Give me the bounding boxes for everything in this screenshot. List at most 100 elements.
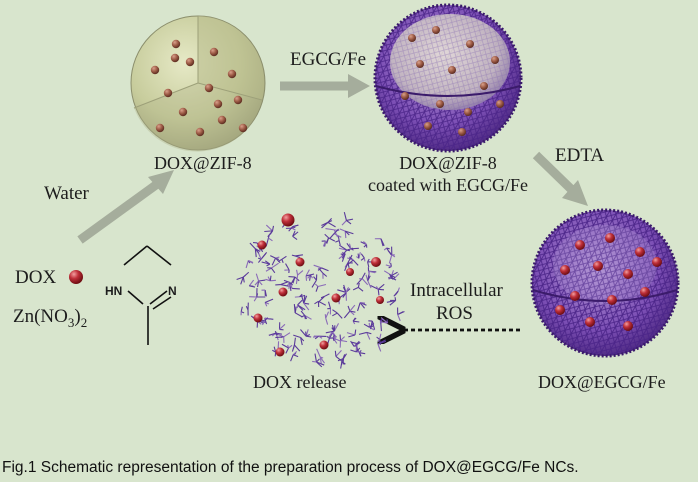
egcg-fe-fragment bbox=[293, 334, 305, 346]
coated-dox-particle bbox=[448, 66, 456, 74]
zif8-dox-particle bbox=[178, 107, 188, 117]
egcg-fe-fragment bbox=[357, 349, 366, 357]
zif8-dox-particle bbox=[217, 115, 227, 125]
egcg-fe-fragment bbox=[311, 274, 318, 288]
egcg-fe-fragment bbox=[248, 279, 256, 288]
egcg-fe-fragment bbox=[291, 337, 301, 352]
egcg-fe-fragment bbox=[240, 306, 245, 316]
egcg-fe-fragment bbox=[356, 272, 369, 286]
egcg-fe-fragment bbox=[316, 348, 325, 364]
water-arrow bbox=[77, 170, 174, 244]
edta-label: EDTA bbox=[555, 145, 605, 166]
egcg-fe-dox-particle bbox=[623, 321, 633, 331]
egcg-fe-fragment bbox=[295, 269, 304, 284]
egcg-fe-fragment bbox=[377, 339, 387, 352]
egcg-fe-fragment bbox=[245, 302, 249, 316]
egcg-fe-fragment bbox=[261, 260, 271, 267]
egcg-fe-fragment bbox=[358, 331, 372, 340]
coated-dox-particle bbox=[432, 26, 440, 34]
released-dox-particle bbox=[371, 257, 381, 267]
egcg-fe-fragment bbox=[283, 279, 294, 292]
egcg-fe-fragment bbox=[385, 262, 392, 269]
released-dox-particle bbox=[253, 313, 263, 323]
egcg-fe-sphere bbox=[530, 208, 680, 358]
zif8-dox-particle bbox=[233, 95, 243, 105]
egcg-fe-fragment bbox=[264, 298, 274, 307]
intracellular-label: Intracellular bbox=[410, 280, 503, 301]
zif8-dox-particle bbox=[209, 47, 219, 57]
egcg-fe-fragment bbox=[288, 224, 299, 232]
egcg-fe-fragment bbox=[340, 354, 346, 369]
released-dox-particle bbox=[257, 240, 267, 250]
egcg-fe-fragment bbox=[338, 244, 354, 256]
egcg-fe-fragment bbox=[278, 322, 286, 331]
egcg-fe-fragment bbox=[329, 228, 342, 239]
zif8-dox-particle bbox=[195, 127, 205, 137]
egcg-fe-fragment bbox=[346, 329, 357, 338]
egcg-fe-fragment bbox=[281, 343, 293, 354]
egcg-fe-fragment bbox=[339, 228, 354, 239]
egcg-fe-dox-particle bbox=[652, 257, 662, 267]
2-methylimidazole-structure bbox=[123, 245, 172, 345]
zif8-dox-particle bbox=[155, 123, 165, 133]
coated-sphere bbox=[373, 3, 523, 153]
egcg-fe-fragment bbox=[332, 309, 343, 319]
dox-reagent-particle bbox=[69, 270, 83, 284]
egcg-fe-fragment bbox=[264, 224, 275, 238]
coated-dox-particle bbox=[464, 108, 472, 116]
egcg-fe-dox-particle bbox=[593, 261, 603, 271]
egcg-fe-fragment bbox=[383, 247, 392, 256]
egcg-fe-dox-particle bbox=[575, 240, 585, 250]
egcg-fe-fragment bbox=[249, 242, 261, 258]
egcg-fe-fragment bbox=[236, 271, 250, 285]
coated-dox-particles bbox=[401, 26, 504, 136]
dox-zif8-coated-label-line2: coated with EGCG/Fe bbox=[368, 175, 528, 195]
egcg-fe-fragment bbox=[350, 340, 361, 347]
egcg-fe-fragment bbox=[321, 240, 327, 247]
egcg-fe-fragment bbox=[370, 283, 385, 296]
egcg-fe-dox-particle bbox=[607, 295, 617, 305]
zif8-dox-particle bbox=[171, 39, 181, 49]
coated-dox-particle bbox=[436, 100, 444, 108]
coated-dox-particle bbox=[416, 60, 424, 68]
water-label: Water bbox=[44, 183, 89, 204]
egcg-fe-fragment bbox=[341, 212, 354, 226]
egcg-fe-fragment bbox=[314, 283, 327, 292]
egcg-fe-fragment bbox=[335, 235, 341, 246]
egcg-fe-dox-particles bbox=[555, 233, 662, 331]
egcg-fe-fragment bbox=[272, 346, 277, 357]
egcg-fe-fragment bbox=[265, 275, 276, 282]
zif8-dox-particle bbox=[238, 123, 248, 133]
egcg-fe-dox-particle bbox=[570, 291, 580, 301]
zif8-sphere bbox=[130, 15, 266, 152]
egcg-fe-fragment bbox=[325, 323, 340, 334]
egcg-fe-fragment bbox=[313, 264, 329, 272]
released-dox-particle bbox=[331, 293, 341, 303]
egcg-fe-fragment bbox=[327, 301, 332, 315]
egcg-fe-dox-particle bbox=[560, 265, 570, 275]
zif8-dox-particle bbox=[227, 69, 237, 79]
egcg-fe-fragment bbox=[312, 335, 327, 340]
egcg-fe-fragment bbox=[360, 241, 368, 248]
egcg-fe-fragment bbox=[339, 287, 349, 301]
egcg-fe-fragment bbox=[312, 353, 325, 368]
coated-dox-particle bbox=[424, 122, 432, 130]
coated-dox-particle bbox=[408, 34, 416, 42]
coated-dox-particle bbox=[496, 100, 504, 108]
egcg-fe-fragment bbox=[294, 293, 306, 298]
egcg-fe-fragment bbox=[257, 252, 268, 263]
egcg-fe-dox-particle bbox=[623, 269, 633, 279]
egcg-fe-dox-particle bbox=[555, 305, 565, 315]
egcg-fe-fragment bbox=[254, 273, 266, 288]
egcg-fe-fragment bbox=[352, 282, 364, 292]
egcg-fe-fragment bbox=[374, 238, 385, 247]
egcg-fe-fragment bbox=[344, 254, 353, 272]
egcg-fe-fragment bbox=[245, 260, 254, 269]
egcg-fe-fragment bbox=[367, 267, 377, 275]
released-dox-particle bbox=[281, 213, 295, 227]
egcg-fe-fragment bbox=[293, 303, 303, 318]
egcg-fe-fragment bbox=[376, 333, 382, 345]
egcg-fe-fragment bbox=[350, 344, 361, 353]
egcg-fe-fragment bbox=[343, 304, 356, 319]
